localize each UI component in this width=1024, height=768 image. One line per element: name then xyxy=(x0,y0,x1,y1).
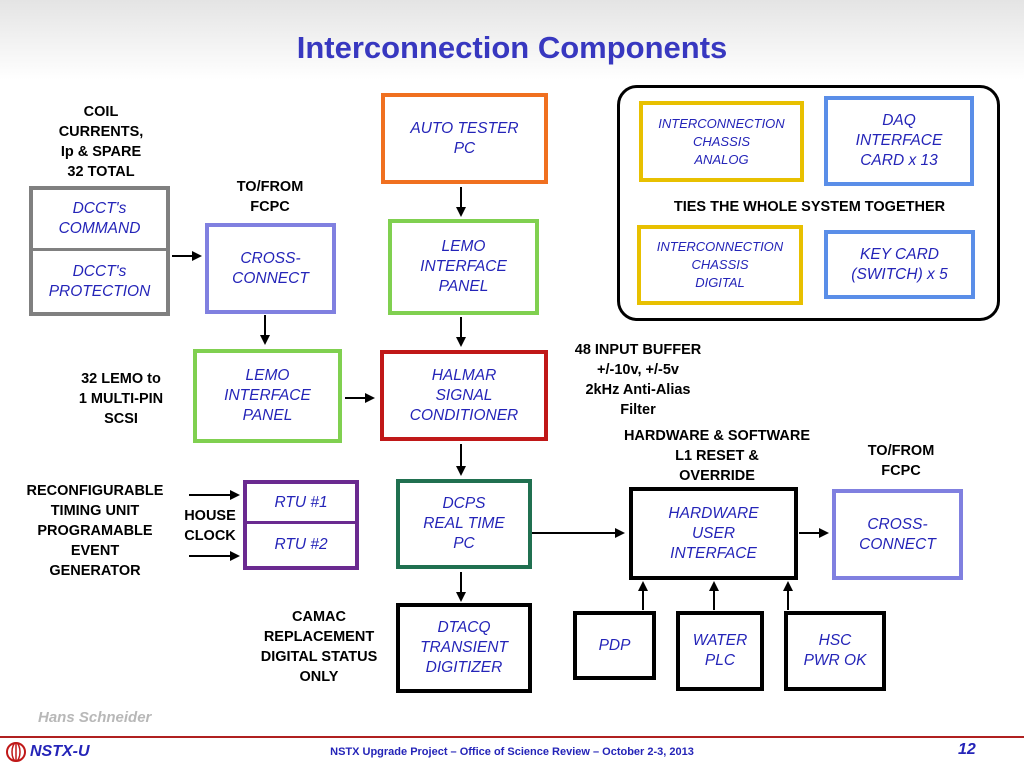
cross-connect-right: CROSS- CONNECT xyxy=(832,489,963,580)
footer-divider xyxy=(0,736,1024,738)
daq-interface-card: DAQ INTERFACE CARD x 13 xyxy=(824,96,974,186)
page-title: Interconnection Components xyxy=(296,30,728,65)
dccts-protection: DCCT's PROTECTION xyxy=(48,262,151,300)
dtacq-transient-digitizer: DTACQ TRANSIENT DIGITIZER xyxy=(396,603,532,693)
label-to-from-fcpc-right: TO/FROM FCPC xyxy=(867,443,935,479)
interconnection-chassis-digital: INTERCONNECTION CHASSIS DIGITAL xyxy=(637,225,803,305)
logo-text: NSTX-U xyxy=(30,743,90,760)
label-ties-together: TIES THE WHOLE SYSTEM TOGETHER xyxy=(673,199,946,215)
rtu-2: RTU #2 xyxy=(274,536,328,553)
nstx-logo: NSTX-U xyxy=(6,741,90,763)
page-number: 12 xyxy=(958,741,976,758)
label-house-clock: HOUSE CLOCK xyxy=(184,508,236,544)
hardware-user-interface: HARDWARE USER INTERFACE xyxy=(629,487,798,580)
key-card-switch: KEY CARD (SWITCH) x 5 xyxy=(824,230,975,299)
label-coil-currents: COIL CURRENTS, Ip & SPARE 32 TOTAL xyxy=(58,104,144,180)
auto-tester-pc: AUTO TESTER PC xyxy=(381,93,548,184)
halmar-signal-conditioner: HALMAR SIGNAL CONDITIONER xyxy=(380,350,548,441)
pdp-box: PDP xyxy=(573,611,656,680)
rtu-box: RTU #1 RTU #2 xyxy=(243,480,359,570)
label-camac: CAMAC REPLACEMENT DIGITAL STATUS ONLY xyxy=(260,609,378,685)
label-reconfigurable-timing: RECONFIGURABLE TIMING UNIT PROGRAMABLE E… xyxy=(26,483,164,579)
lemo-interface-panel-left: LEMO INTERFACE PANEL xyxy=(193,349,342,443)
cross-connect-left: CROSS- CONNECT xyxy=(205,223,336,314)
label-input-buffer: 48 INPUT BUFFER +/-10v, +/-5v 2kHz Anti-… xyxy=(574,342,702,418)
footer-center-text: NSTX Upgrade Project – Office of Science… xyxy=(330,746,694,758)
dccts-command: DCCT's COMMAND xyxy=(33,190,166,251)
nstx-logo-icon xyxy=(6,742,26,762)
water-plc-box: WATER PLC xyxy=(676,611,764,691)
label-hw-sw-reset: HARDWARE & SOFTWARE L1 RESET & OVERRIDE xyxy=(623,428,811,484)
label-lemo-to-scsi: 32 LEMO to 1 MULTI-PIN SCSI xyxy=(78,371,164,427)
author-name: Hans Schneider xyxy=(38,709,152,726)
hsc-pwr-ok-box: HSC PWR OK xyxy=(784,611,886,691)
lemo-interface-panel-top: LEMO INTERFACE PANEL xyxy=(388,219,539,315)
dccts-box: DCCT's COMMAND DCCT's PROTECTION xyxy=(29,186,170,316)
dcps-real-time-pc: DCPS REAL TIME PC xyxy=(396,479,532,569)
interconnection-chassis-analog: INTERCONNECTION CHASSIS ANALOG xyxy=(639,101,804,182)
label-to-from-fcpc-left: TO/FROM FCPC xyxy=(236,179,304,215)
title-band xyxy=(0,0,1024,80)
rtu-1: RTU #1 xyxy=(247,484,355,524)
